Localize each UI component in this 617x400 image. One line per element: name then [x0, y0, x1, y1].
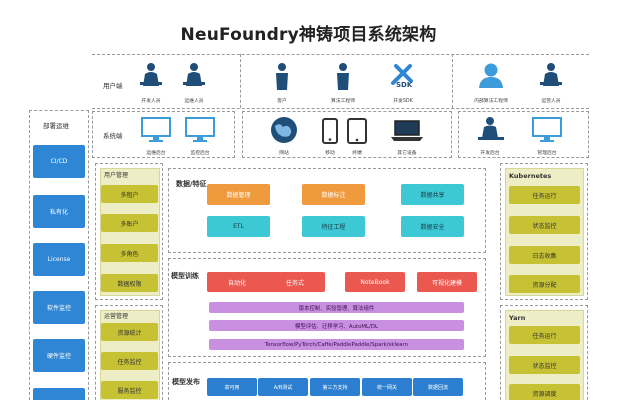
- system-item-other-device: 其它设备: [397, 151, 417, 156]
- system-item-website: 网站: [279, 151, 289, 156]
- data-item-feature-engineering: 特征工程: [302, 216, 365, 237]
- deploy-item-extra: [33, 388, 85, 400]
- ops-person-icon: [183, 63, 205, 86]
- kubernetes-label: Kubernetes: [509, 172, 552, 180]
- monitor-icon: [532, 117, 562, 142]
- developer-person-icon: [140, 63, 162, 86]
- data-item-management: 数据管理: [207, 184, 270, 205]
- internal-engineer-icon: [479, 63, 503, 88]
- data-item-sharing: 数据共享: [401, 184, 464, 205]
- system-item-terminal: 终端: [352, 151, 362, 156]
- engineer-person-icon: [337, 63, 349, 90]
- system-item-ops-console: 运维后台: [146, 151, 166, 156]
- k8s-item-resource-allocation: 资源分配: [509, 275, 580, 293]
- tablet-icon: [347, 118, 367, 144]
- k8s-item-status-monitor: 状态监控: [509, 216, 580, 234]
- yarn-item-resource-scheduling: 资源调度: [509, 384, 580, 400]
- user-mgmt-item-data-permission: 数据权限: [101, 274, 158, 292]
- svg-text:SDK: SDK: [396, 81, 413, 88]
- system-item-mobile: 移动: [325, 151, 335, 156]
- user-item-operator: 运营人员: [541, 99, 561, 104]
- system-row-label: 系统端: [103, 132, 123, 140]
- user-item-customer: 客户: [277, 99, 287, 104]
- train-item-notebook: NoteBook: [345, 272, 405, 292]
- monitor-icon: [141, 117, 171, 142]
- deploy-item-private: 私有化: [33, 195, 85, 228]
- deploy-item-cicd: CI/CD: [33, 145, 85, 178]
- yarn-item-status-monitor: 状态监控: [509, 356, 580, 374]
- k8s-item-task-run: 任务运行: [509, 186, 580, 204]
- deploy-item-license: License: [33, 243, 85, 276]
- data-item-etl: ETL: [207, 216, 270, 237]
- system-item-monitor-console: 监控后台: [190, 151, 210, 156]
- data-feature-label: 数据/特征: [176, 180, 207, 188]
- deploy-ops-label: 部署运维: [43, 122, 69, 130]
- user-item-developer: 开发人员: [141, 99, 161, 104]
- data-item-security: 数据安全: [401, 216, 464, 237]
- model-train-label: 模型训练: [171, 272, 199, 280]
- k8s-item-log-collection: 日志收集: [509, 246, 580, 264]
- release-item-high-availability: 高可用: [207, 378, 257, 396]
- train-bar-frameworks: Tensorflow/PyTorch/Caffe/PaddlePaddle/Sp…: [209, 339, 464, 350]
- yarn-label: Yarn: [509, 314, 526, 322]
- developer-desk-icon: [478, 117, 504, 140]
- user-row-divider-2: [452, 54, 453, 108]
- deploy-item-software-monitor: 软件监控: [33, 291, 85, 324]
- system-box-right: [458, 111, 589, 158]
- user-mgmt-item-account: 多账户: [101, 214, 158, 232]
- user-item-sdk: 开发SDK: [393, 99, 413, 104]
- release-item-gateway: 统一网关: [362, 378, 412, 396]
- train-item-visual-modeling: 可视化建模: [417, 272, 477, 292]
- user-item-internal-engineer: 内部算法工程师: [474, 99, 508, 104]
- ops-mgmt-item-resource-stats: 资源统计: [101, 323, 158, 341]
- user-mgmt-item-role: 多角色: [101, 244, 158, 262]
- ops-mgmt-item-service-monitor: 服务监控: [101, 381, 158, 399]
- sdk-tools-icon: SDK: [391, 64, 413, 88]
- data-feature-panel: [168, 168, 486, 253]
- user-row-divider-1: [240, 54, 241, 108]
- data-item-labeling: 数据标注: [302, 184, 365, 205]
- yarn-item-task-run: 任务运行: [509, 326, 580, 344]
- user-row-top-border: [92, 54, 589, 55]
- user-item-engineer: 算法工程师: [331, 99, 355, 104]
- globe-icon: [271, 117, 297, 143]
- mobile-phone-icon: [322, 118, 338, 144]
- user-mgmt-item-tenant: 多租户: [101, 185, 158, 203]
- model-release-label: 模型发布: [172, 378, 200, 386]
- release-item-ab-test: A/B测试: [258, 378, 308, 396]
- ops-mgmt-item-task-monitor: 任务监控: [101, 352, 158, 370]
- release-item-data-backflow: 数据回流: [413, 378, 463, 396]
- user-row-label: 用户端: [103, 82, 123, 90]
- page-title: NeuFoundry神铸项目系统架构: [180, 25, 437, 45]
- train-item-task: 任务式: [265, 272, 325, 292]
- train-item-auto: 自动化: [207, 272, 267, 292]
- monitor-icon: [185, 117, 215, 142]
- operator-person-icon: [540, 63, 562, 86]
- train-bar-evaluation: 模型评估、迁移学习、AutoML/DL: [209, 320, 464, 331]
- system-item-admin-console: 管理后台: [537, 151, 557, 156]
- deploy-item-hardware-monitor: 硬件监控: [33, 339, 85, 372]
- user-row-bottom-border: [92, 108, 589, 109]
- system-item-dev-console: 开发后台: [480, 151, 500, 156]
- customer-person-icon: [276, 63, 288, 90]
- ops-mgmt-label: 运营管理: [104, 313, 129, 320]
- user-mgmt-label: 用户管理: [104, 172, 129, 179]
- train-bar-version-control: 版本控制、实验管理、算法组件: [209, 302, 464, 313]
- laptop-device-icon: [391, 120, 423, 141]
- release-item-third-party: 第三方支持: [310, 378, 360, 396]
- user-item-ops: 运维人员: [184, 99, 204, 104]
